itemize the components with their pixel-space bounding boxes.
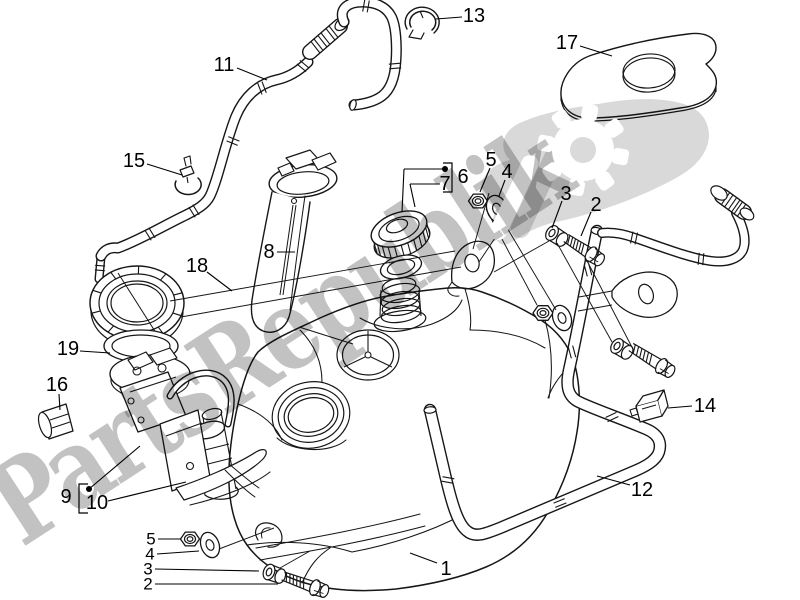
callout-leader-line [596, 475, 631, 486]
callout-2-1: 2 [580, 194, 602, 237]
callout-leader-line [58, 393, 61, 411]
hose-clip [174, 155, 202, 196]
callout-leader-line [206, 271, 233, 292]
callout-label-5: 5 [146, 530, 155, 549]
callout-15-14: 15 [123, 150, 183, 176]
callout-2-22: 2 [143, 575, 278, 594]
support-frame [423, 224, 678, 541]
callout-bracket [443, 162, 453, 193]
callout-leader-line [401, 168, 405, 213]
callout-leader-line [107, 481, 187, 502]
callout-leader-line [580, 211, 592, 237]
callout-6-5: 6 [401, 162, 469, 213]
callout-leader-line [79, 350, 111, 354]
callout-5-19: 5 [146, 530, 181, 549]
diagram-line-art [37, 0, 755, 598]
callout-14-13: 14 [667, 395, 716, 417]
callout-4-3: 4 [498, 161, 513, 197]
callout-label-14: 14 [694, 395, 716, 417]
callout-bracket [78, 483, 88, 514]
callout-label-2: 2 [590, 194, 601, 216]
callout-label-1: 1 [440, 558, 451, 580]
callout-label-16: 16 [46, 374, 68, 396]
callout-label-5: 5 [485, 149, 496, 171]
callout-leader-line [154, 568, 260, 572]
callout-9-8: 9 [60, 445, 141, 514]
callout-leader-line [435, 16, 463, 20]
callout-3-21: 3 [143, 560, 260, 579]
fuel-hose [94, 0, 402, 284]
callout-leader-line [479, 167, 491, 193]
callout-leader-line [579, 45, 613, 57]
cable-clip [629, 389, 669, 423]
callout-label-9: 9 [60, 486, 71, 508]
callout-label-18: 18 [186, 255, 208, 277]
callout-label-3: 3 [560, 183, 571, 205]
callout-label-4: 4 [501, 161, 512, 183]
callout-label-7: 7 [439, 173, 450, 195]
callout-leader-line [667, 405, 693, 409]
callout-label-19: 19 [57, 338, 79, 360]
callout-16-15: 16 [46, 374, 68, 411]
callout-label-13: 13 [463, 5, 485, 27]
hose-clamp [404, 6, 440, 40]
callout-label-17: 17 [556, 32, 578, 54]
callout-11-10: 11 [214, 54, 268, 81]
callout-label-3: 3 [143, 560, 152, 579]
fuel-pump-assembly [89, 265, 271, 506]
tank-cover-plate [560, 32, 718, 122]
callout-dot [86, 486, 92, 492]
callout-leader-line [409, 552, 438, 564]
callout-13-12: 13 [435, 5, 485, 27]
callout-label-15: 15 [123, 150, 145, 172]
callout-label-10: 10 [86, 492, 108, 514]
callout-leader-line [88, 445, 141, 490]
fuel-tank [228, 240, 581, 592]
callout-leader-line [156, 550, 200, 555]
vent-hose [597, 185, 755, 267]
callout-4-20: 4 [145, 545, 200, 564]
callout-5-4: 5 [479, 149, 497, 193]
rubber-buffer [37, 403, 74, 440]
callout-3-2: 3 [551, 183, 572, 229]
watermark-logo [481, 99, 709, 245]
callout-17-16: 17 [556, 32, 613, 57]
callout-10-9: 10 [86, 481, 187, 514]
callout-leader-line [551, 200, 563, 229]
callout-label-12: 12 [631, 479, 653, 501]
callout-label-6: 6 [457, 166, 468, 188]
callout-leader-line [409, 183, 416, 208]
callout-12-11: 12 [596, 475, 653, 501]
callout-1-0: 1 [409, 552, 452, 580]
callout-18-17: 18 [186, 255, 233, 292]
callout-leader-line [236, 67, 268, 81]
fuel-level-sender [250, 149, 338, 333]
callout-leader-line [498, 179, 506, 197]
callout-19-18: 19 [57, 338, 111, 360]
callout-label-8: 8 [263, 241, 274, 263]
callout-label-11: 11 [214, 54, 235, 76]
callout-label-4: 4 [145, 545, 154, 564]
callout-7-6: 7 [409, 173, 451, 208]
filler-cap [370, 210, 431, 280]
callout-label-2: 2 [143, 575, 152, 594]
callout-leader-line [146, 163, 183, 176]
callout-dot [442, 166, 448, 172]
callout-8-7: 8 [263, 241, 295, 263]
